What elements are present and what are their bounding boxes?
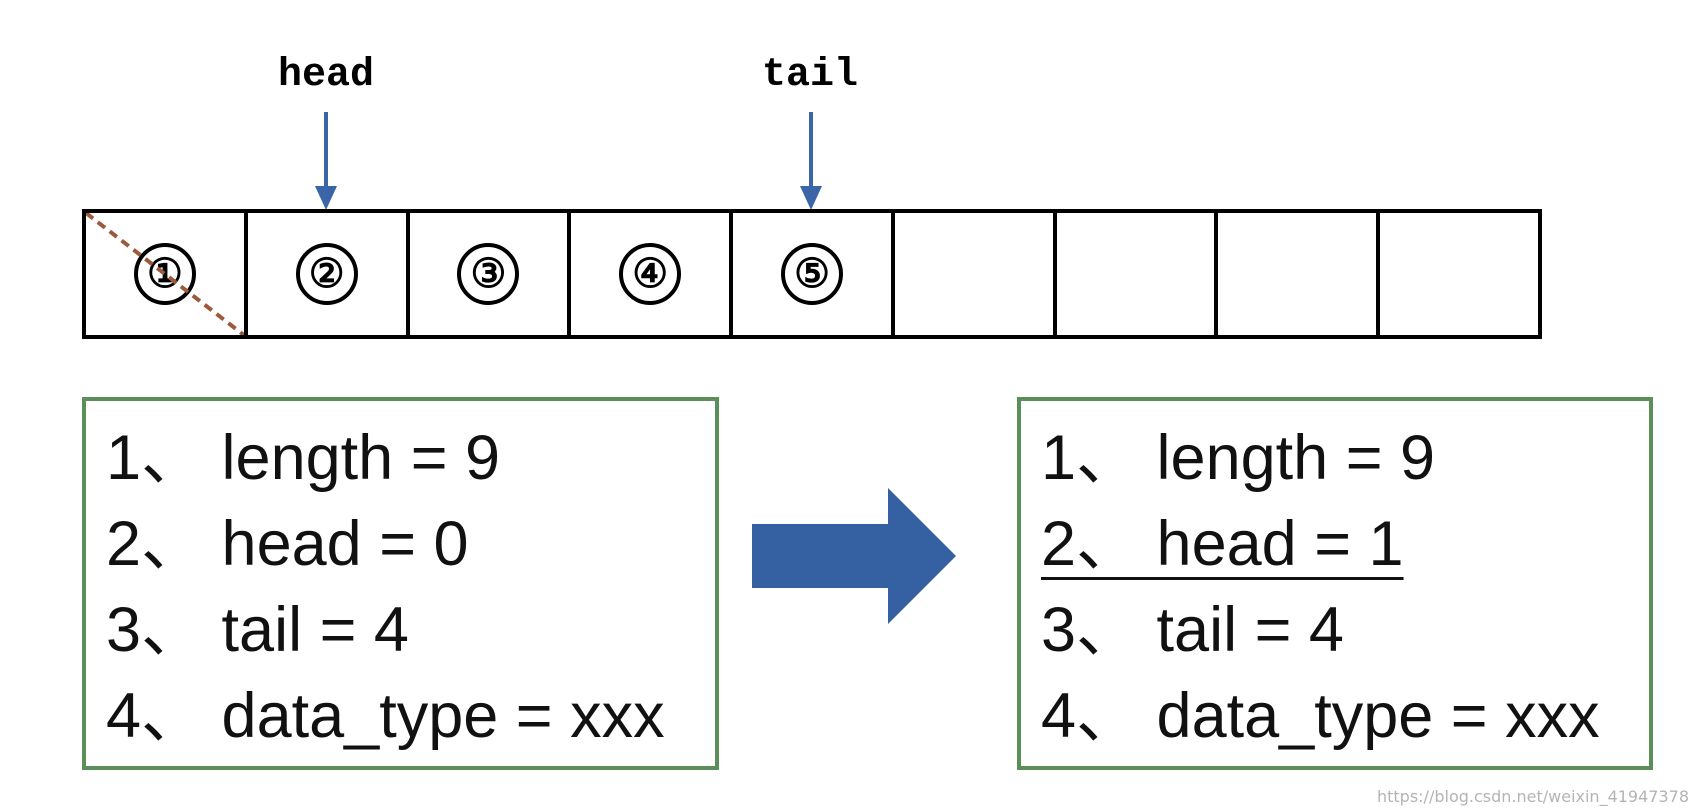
queue-cell xyxy=(1052,213,1215,335)
queue-state-after-box: 1、 length = 9 2、 head = 1 3、 tail = 4 4、… xyxy=(1017,397,1653,770)
queue-cell: ① xyxy=(86,213,244,335)
queue-cell xyxy=(890,213,1053,335)
queue-array: ① ② ③ ④ ⑤ xyxy=(82,209,1542,339)
after-tail-line: 3、 tail = 4 xyxy=(1041,595,1344,665)
head-pointer-label: head xyxy=(277,53,375,98)
after-head-line: 2、 head = 1 xyxy=(1041,509,1404,579)
before-head-line: 2、 head = 0 xyxy=(106,509,469,579)
before-data-type-line: 4、 data_type = xxx xyxy=(106,681,665,751)
queue-cell: ⑤ xyxy=(729,213,891,335)
source-watermark: https://blog.csdn.net/weixin_41947378 xyxy=(1376,787,1689,806)
tail-pointer-arrow-icon xyxy=(800,112,822,210)
before-length-line: 1、 length = 9 xyxy=(106,423,501,493)
transition-right-arrow-icon xyxy=(752,488,956,624)
queue-cell-value: ② xyxy=(295,243,358,305)
queue-cell-value: ④ xyxy=(619,243,682,305)
queue-cell-value: ③ xyxy=(457,243,520,305)
queue-state-before-box: 1、 length = 9 2、 head = 0 3、 tail = 4 4、… xyxy=(82,397,719,770)
tail-pointer-label: tail xyxy=(761,53,859,98)
queue-cell-value: ① xyxy=(133,243,196,305)
queue-cell: ② xyxy=(243,213,406,335)
queue-cell: ③ xyxy=(405,213,568,335)
queue-cell xyxy=(1376,213,1538,335)
after-length-line: 1、 length = 9 xyxy=(1041,423,1436,493)
head-pointer-arrow-icon xyxy=(315,112,337,210)
queue-cell xyxy=(1214,213,1376,335)
queue-cell-value: ⑤ xyxy=(781,243,844,305)
before-tail-line: 3、 tail = 4 xyxy=(106,595,409,665)
queue-cell: ④ xyxy=(567,213,729,335)
after-data-type-line: 4、 data_type = xxx xyxy=(1041,681,1600,751)
